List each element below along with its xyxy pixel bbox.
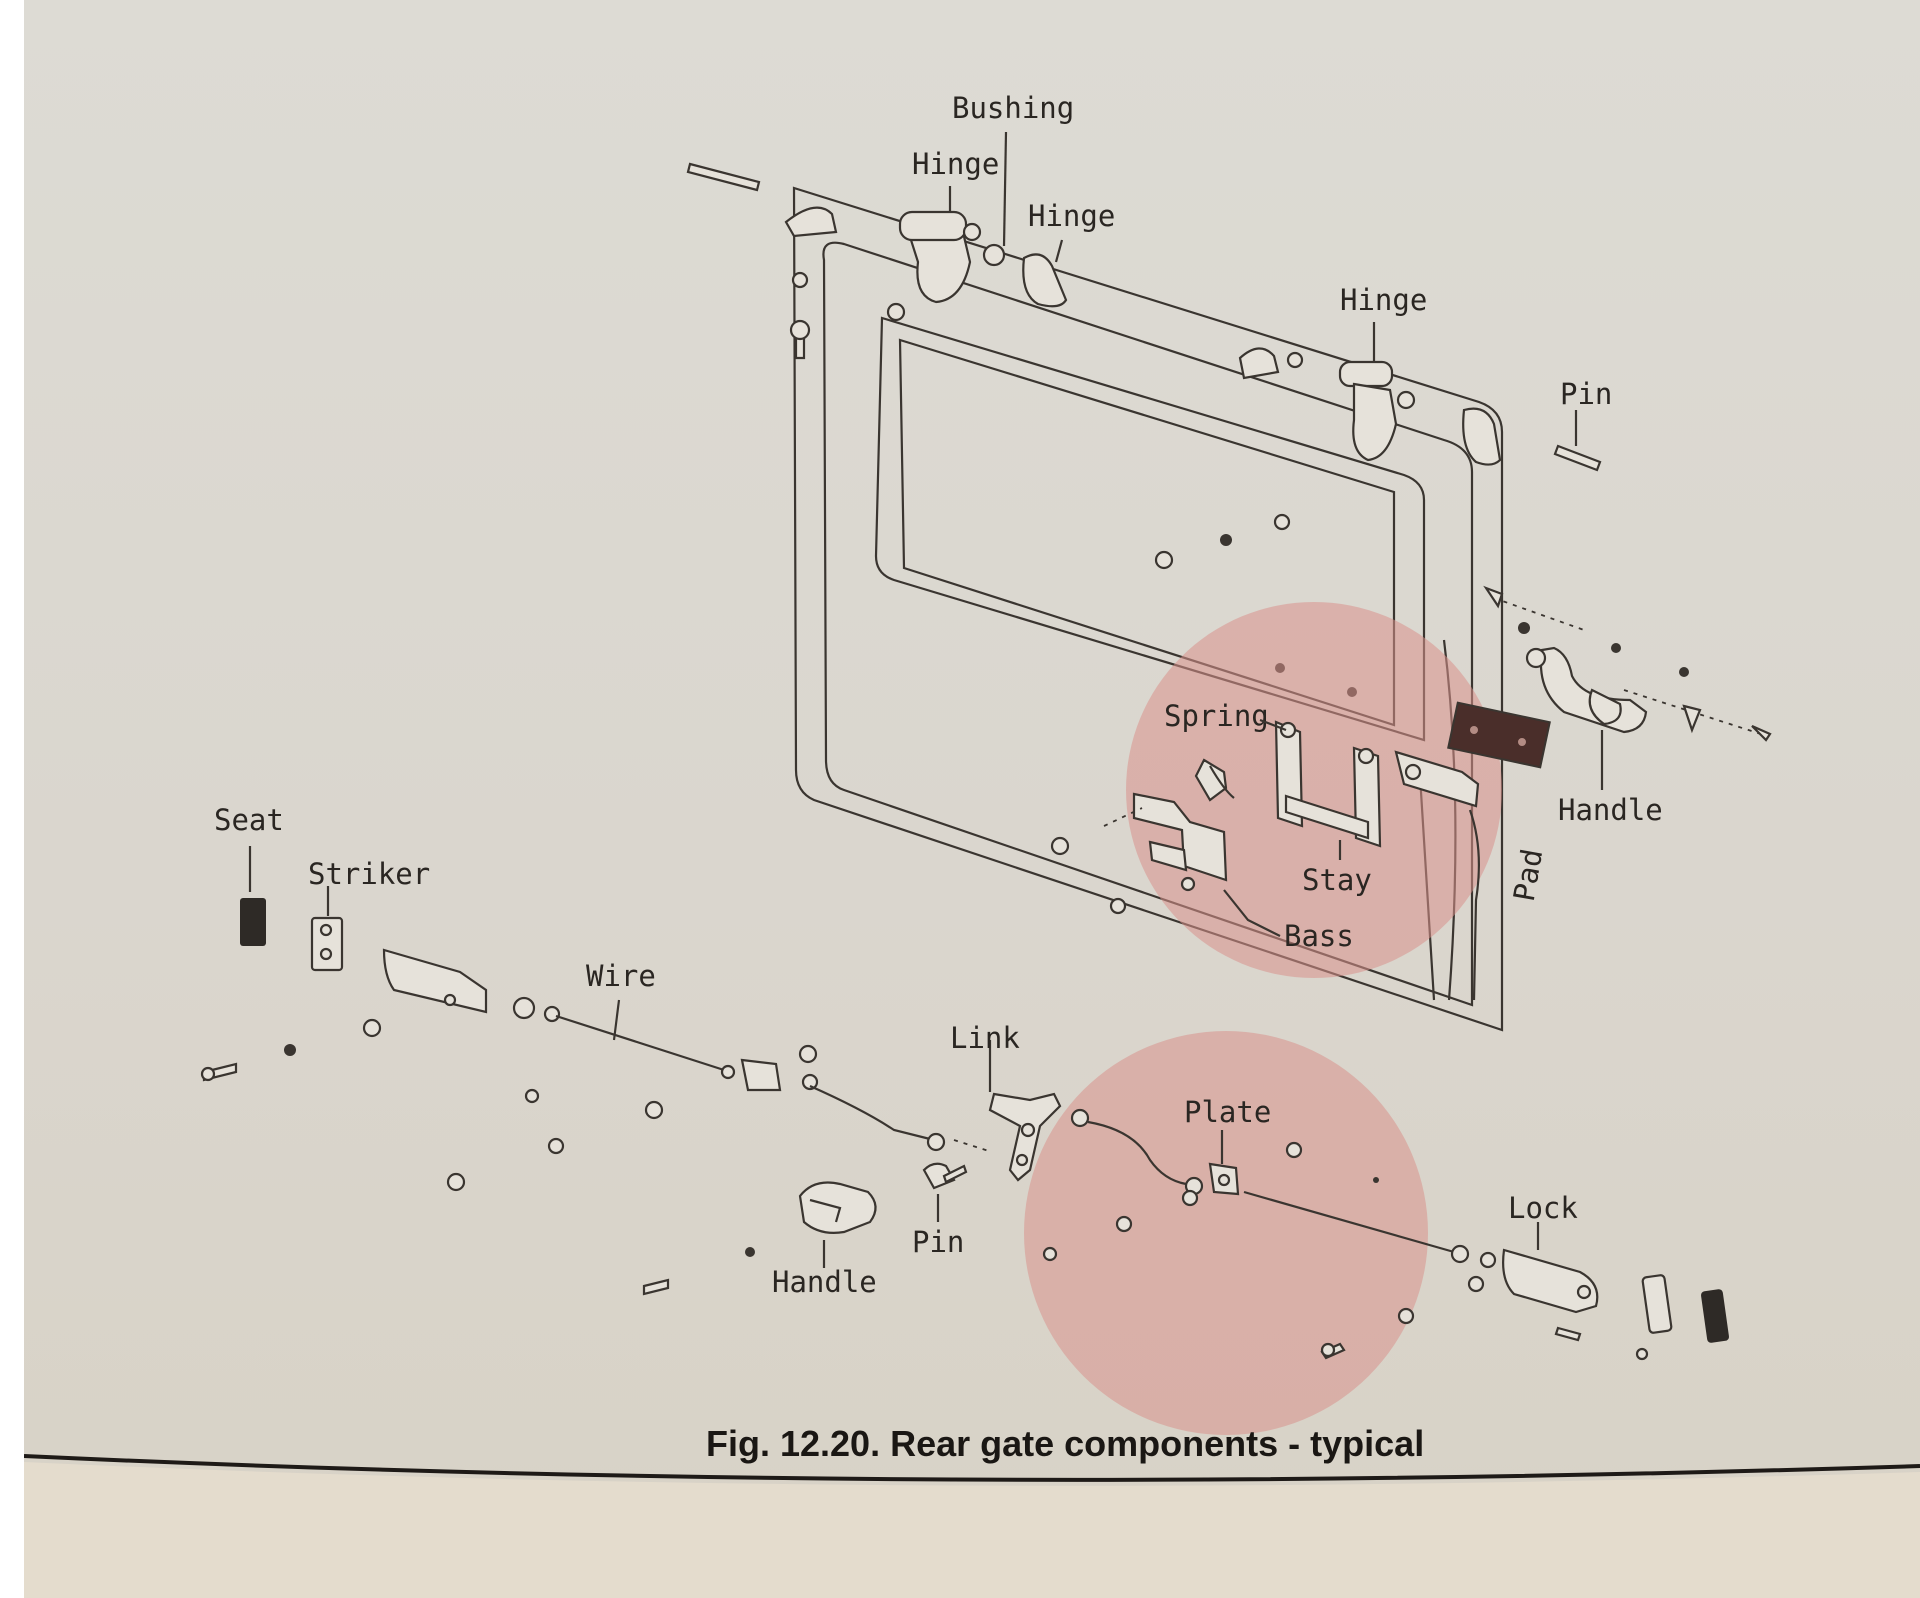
bottom-pin-part: [922, 1162, 968, 1190]
hinge-right-assembly: [1238, 347, 1502, 466]
top-pin-left: [686, 162, 761, 192]
figure-caption: Fig. 12.20. Rear gate components - typic…: [706, 1423, 1424, 1464]
label-pin-bottom: Pin: [912, 1225, 964, 1259]
pad: [1447, 701, 1551, 769]
label-hinge-1: Hinge: [912, 147, 999, 181]
lock-part: [1479, 1248, 1599, 1314]
pad-bracket-line: [1468, 809, 1480, 1001]
label-hinge-3: Hinge: [1340, 283, 1427, 317]
bottom-handle-part: [798, 1181, 877, 1234]
page-bottom-rule: [24, 1454, 1920, 1482]
wire-line: [555, 1014, 725, 1072]
gate-frame-outer: [792, 186, 1504, 1032]
hinge-left-assembly: [784, 206, 1068, 308]
label-striker: Striker: [308, 857, 430, 891]
manual-page: Bushing Hinge Hinge Hinge Pin Spring Sta…: [24, 0, 1920, 1598]
rear-gate-exploded-diagram: Bushing Hinge Hinge Hinge Pin Spring Sta…: [24, 91, 1920, 1598]
label-seat: Seat: [214, 803, 284, 837]
panel-fasteners: [1050, 513, 1689, 915]
gate-frame-inner: [822, 241, 1474, 1007]
highlight-circle-lower: [1024, 1031, 1428, 1435]
left-latch: [382, 948, 561, 1023]
top-pin-right: [1553, 444, 1602, 472]
label-stay: Stay: [1302, 863, 1372, 897]
lower-left-fasteners: [200, 1018, 755, 1296]
label-wire: Wire: [586, 959, 656, 993]
plate-assembly: [1042, 1108, 1485, 1360]
bass-bracket: [1103, 792, 1228, 892]
wire-clip: [720, 1044, 819, 1092]
stay-assembly: [1194, 720, 1480, 848]
label-bass: Bass: [1284, 919, 1354, 953]
label-hinge-2: Hinge: [1028, 199, 1115, 233]
label-handle-right: Handle: [1558, 793, 1663, 827]
label-bushing: Bushing: [952, 91, 1074, 125]
label-pin-top: Pin: [1560, 377, 1612, 411]
right-handle-assembly: [1483, 585, 1772, 742]
lock-cylinders: [1554, 1274, 1729, 1361]
label-plate: Plate: [1184, 1095, 1271, 1129]
seat-part: [240, 898, 266, 946]
label-lock: Lock: [1508, 1191, 1578, 1225]
label-handle-bottom: Handle: [772, 1265, 877, 1299]
label-link: Link: [950, 1021, 1020, 1055]
highlight-circle-upper: [1126, 602, 1502, 978]
page-lower-area: [24, 1462, 1920, 1598]
striker-part: [310, 916, 344, 972]
label-spring: Spring: [1164, 699, 1269, 733]
label-pad: Pad: [1507, 846, 1550, 903]
link-part: [988, 1092, 1062, 1182]
